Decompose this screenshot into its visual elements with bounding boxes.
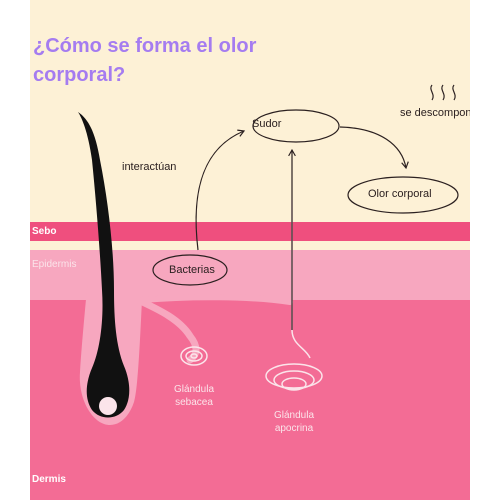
glandula-apocrina-line1: Glándula <box>273 410 315 421</box>
sebo-layer <box>30 222 470 241</box>
bacterias-node <box>152 254 228 286</box>
dermis-label: Dermis <box>32 474 66 485</box>
hair-papilla <box>99 397 117 415</box>
epidermis-label: Epidermis <box>32 259 77 270</box>
diagram-panel: ¿Cómo se forma el olor corporal? Sudor O… <box>30 0 470 500</box>
sudor-node <box>252 109 340 143</box>
sudor-label: Sudor <box>252 118 282 130</box>
sebaceous-gland <box>180 346 208 366</box>
apocrine-gland <box>265 200 323 391</box>
olor-corporal-node <box>347 176 459 214</box>
arrow-bacterias-to-sudor <box>195 129 246 251</box>
sebo-label: Sebo <box>32 226 57 237</box>
glandula-sebacea-line1: Glándula <box>173 384 215 395</box>
sebo-gap <box>30 241 470 250</box>
olor-corporal-label: Olor corporal <box>368 188 432 200</box>
bacterias-label: Bacterias <box>169 264 215 276</box>
glandula-apocrina-line2: apocrina <box>274 423 314 434</box>
diagram-drawing <box>78 84 459 426</box>
apocrine-duct-band <box>139 294 293 305</box>
heat-waves-icon <box>430 84 456 101</box>
interactuan-label: interactúan <box>122 161 177 173</box>
arrow-sudor-to-olor <box>339 126 409 170</box>
se-descompone-label: se descompone <box>400 107 470 119</box>
diagram-title: ¿Cómo se forma el olor corporal? <box>33 35 257 86</box>
glandula-sebacea-label: Glándula sebacea <box>154 383 234 409</box>
glandula-apocrina-label: Glándula apocrina <box>254 409 334 435</box>
glandula-sebacea-line2: sebacea <box>175 397 213 408</box>
hair-shaft <box>78 112 130 418</box>
sebaceous-duct <box>134 296 200 364</box>
